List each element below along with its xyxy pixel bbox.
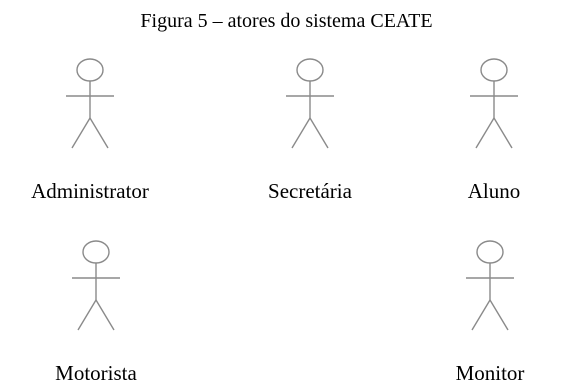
actor-secretaria: Secretária <box>230 56 390 204</box>
actor-administrator: Administrator <box>10 56 170 204</box>
stick-figure-icon <box>66 58 114 149</box>
stick-figure-icon <box>466 240 514 331</box>
diagram-caption: Figura 5 – atores do sistema CEATE <box>140 10 433 32</box>
actor-label: Monitor <box>455 361 525 385</box>
actor-label: Aluno <box>467 179 521 203</box>
stick-figure-icon <box>286 58 334 149</box>
stick-figure-icon <box>470 58 518 149</box>
actor-label: Administrator <box>31 179 149 203</box>
stick-figure-icon <box>72 240 120 331</box>
actor-label: Secretária <box>268 179 352 203</box>
actor-aluno: Aluno <box>414 56 573 204</box>
actor-monitor: Monitor <box>410 238 570 386</box>
actor-label: Motorista <box>55 361 137 385</box>
actor-motorista: Motorista <box>16 238 176 386</box>
